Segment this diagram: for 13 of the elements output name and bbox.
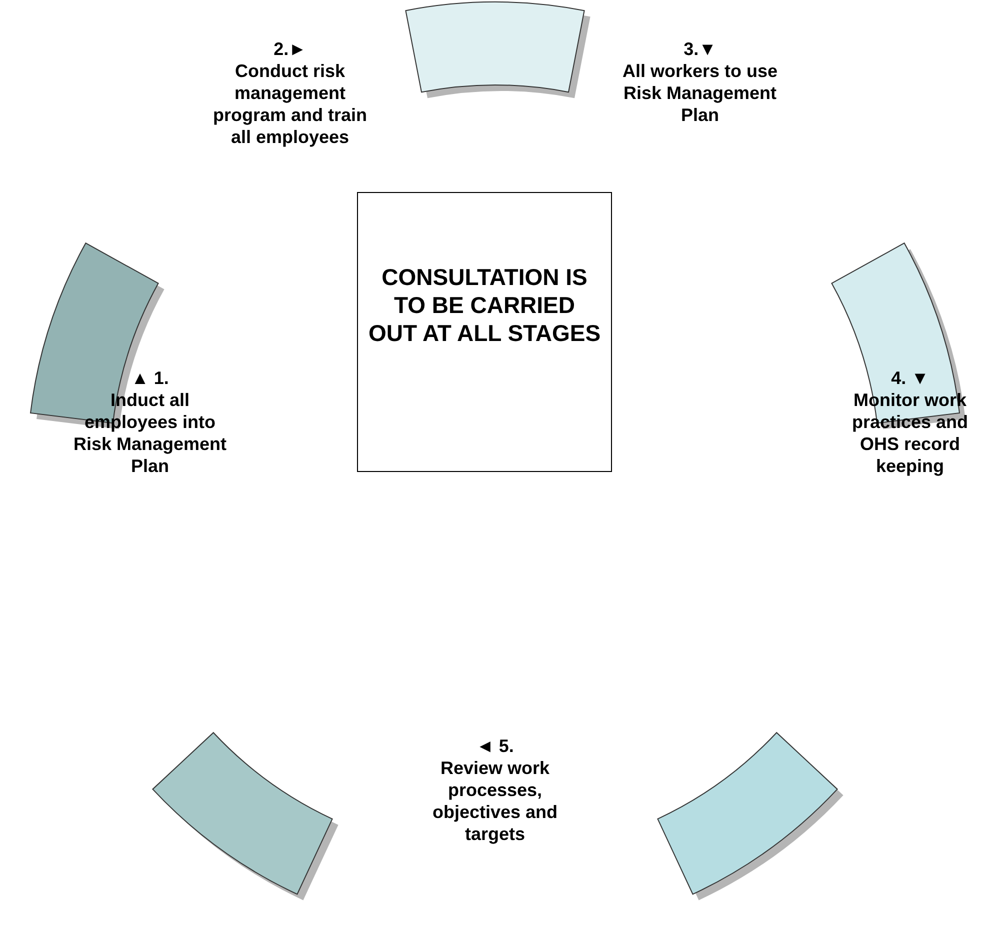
arc-segment xyxy=(405,2,590,98)
step-text: Review work processes, objectives and targets xyxy=(431,757,559,845)
arc-segment xyxy=(152,732,338,900)
step-text: Conduct risk management program and train all employees xyxy=(212,60,368,148)
step-number: ▲ 1. xyxy=(130,367,170,389)
center-text: CONSULTATION IS TO BE CARRIED OUT AT ALL STAGES xyxy=(368,263,601,347)
step-number: 2.► xyxy=(272,38,308,60)
arc-segment xyxy=(657,732,844,900)
center-box xyxy=(357,192,612,472)
step-text: All workers to use Risk Management Plan xyxy=(621,60,779,126)
step-number: 4. ▼ xyxy=(890,367,930,389)
step-number: 3.▼ xyxy=(682,38,718,60)
step-number: ◄ 5. xyxy=(475,735,515,757)
